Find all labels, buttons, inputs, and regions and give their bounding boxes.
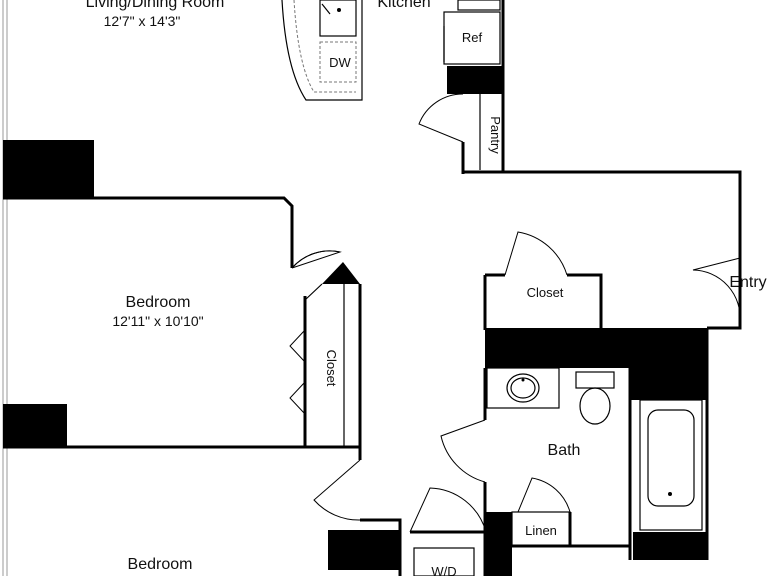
dw-label: DW — [329, 55, 351, 70]
wd-wall-block — [328, 530, 400, 570]
bedroom1-name: Bedroom — [126, 294, 191, 311]
dishwasher — [319, 41, 357, 83]
entry-name: Entry — [729, 274, 766, 291]
column-upper-left — [3, 140, 94, 198]
bath-top-wall-block — [485, 328, 707, 368]
refrigerator — [443, 0, 501, 65]
bath-right-wall-block — [630, 368, 707, 400]
kitchen-counter — [281, 0, 363, 101]
living-room-name: Living/Dining Room — [86, 0, 225, 11]
wd-label: W/D — [431, 564, 456, 576]
bath-name: Bath — [548, 442, 581, 459]
bedroom2-name: Bedroom — [128, 556, 193, 573]
walls — [3, 0, 742, 576]
column-lower-left — [3, 404, 67, 448]
linen-closet — [511, 511, 571, 547]
bedroom-closet-label: Closet — [324, 350, 339, 387]
ref-label: Ref — [462, 30, 483, 45]
bath-bottom-wall-block — [633, 532, 707, 560]
kitchen-name: Kitchen — [377, 0, 430, 11]
living-room-dims: 12'7" x 14'3" — [104, 13, 181, 29]
bedroom1-dims: 12'11" x 10'10" — [112, 313, 203, 329]
pantry-label: Pantry — [488, 116, 503, 154]
doors — [291, 93, 741, 533]
bedroom-closet-corner — [322, 262, 360, 284]
hall-closet-label: Closet — [527, 285, 564, 300]
linen-wall-block — [486, 512, 512, 576]
exterior-left-wall — [2, 0, 8, 576]
bath-fixtures — [486, 367, 703, 531]
linen-label: Linen — [525, 523, 557, 538]
kitchen-wall-block — [447, 66, 503, 94]
washer-dryer — [413, 547, 475, 576]
